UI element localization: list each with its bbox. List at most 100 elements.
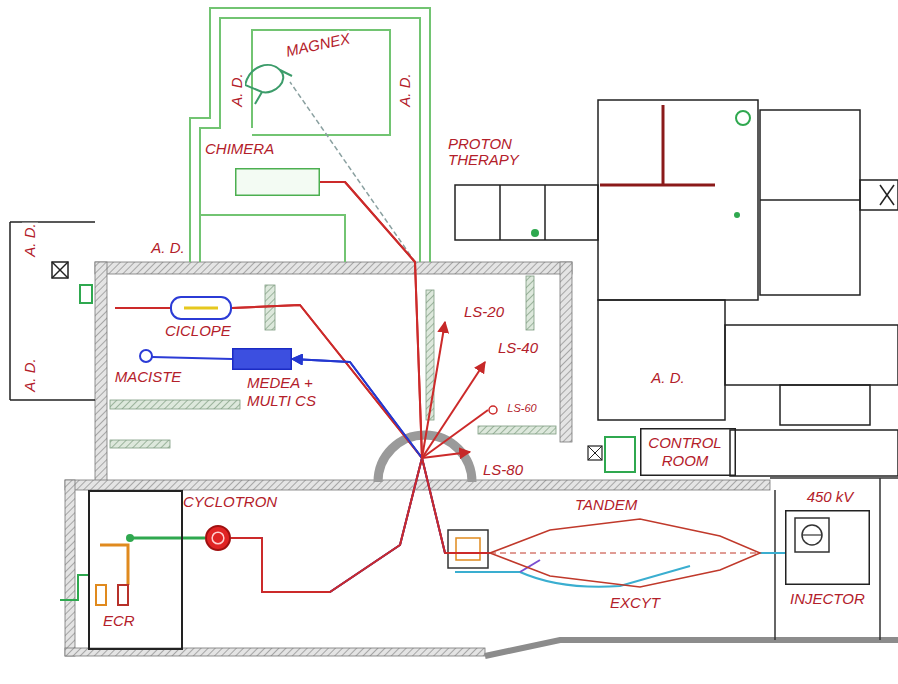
room-outline bbox=[52, 262, 68, 278]
beam-line bbox=[422, 322, 488, 458]
cyclotron-pole bbox=[212, 532, 224, 544]
room-outline bbox=[760, 110, 860, 295]
room-outline bbox=[730, 430, 898, 476]
beam-line bbox=[422, 362, 485, 458]
room-box-outline bbox=[786, 511, 870, 585]
room-outline bbox=[10, 222, 95, 400]
excyt-line bbox=[456, 538, 480, 560]
detector-box: MEDEA + MULTI CS bbox=[232, 348, 292, 370]
room-box-outline bbox=[785, 510, 870, 585]
room-outline bbox=[725, 325, 898, 385]
area-label: MACISTE bbox=[114, 369, 183, 385]
green-building bbox=[200, 215, 345, 262]
area-label: A. D. bbox=[150, 240, 185, 256]
beam-line bbox=[760, 552, 785, 554]
room-detail bbox=[605, 437, 635, 472]
room-box: CONTROL ROOM bbox=[640, 428, 736, 476]
room-box-outline bbox=[88, 490, 183, 650]
wall bbox=[774, 490, 776, 640]
target-symbol bbox=[489, 406, 497, 414]
room-detail bbox=[736, 111, 750, 125]
room-detail bbox=[600, 184, 715, 187]
accelerator-label: CYCLOTRON bbox=[183, 493, 277, 511]
excyt-line bbox=[448, 530, 488, 568]
room-detail bbox=[734, 212, 740, 218]
ecr-source bbox=[130, 537, 183, 540]
room-detail bbox=[662, 105, 665, 185]
detector-box-outline bbox=[236, 169, 320, 196]
room-outline bbox=[780, 385, 870, 425]
magnex-spectrometer bbox=[245, 65, 283, 92]
detector-label: CHIMERA bbox=[205, 140, 274, 158]
room-outline bbox=[52, 262, 68, 278]
room-detail bbox=[531, 105, 750, 472]
magnex-spectrometer bbox=[245, 65, 292, 104]
room-outline bbox=[598, 300, 725, 420]
shielding-block bbox=[478, 426, 556, 434]
room-outline bbox=[880, 185, 894, 205]
area-label: LS-20 bbox=[463, 304, 505, 320]
wall bbox=[485, 640, 898, 656]
wall bbox=[879, 478, 881, 640]
area-label: PROTON THERAPY bbox=[447, 136, 539, 168]
magnex-spectrometer bbox=[255, 70, 292, 104]
beam-line bbox=[422, 452, 470, 458]
accelerator-shape: TANDEM bbox=[490, 518, 760, 588]
room-outline bbox=[455, 185, 598, 240]
room-box-outline bbox=[89, 491, 182, 649]
room-box-outline bbox=[641, 429, 736, 476]
room-outline bbox=[760, 199, 860, 201]
room-label: CONTROL ROOM bbox=[640, 434, 730, 470]
area-label: A. D. bbox=[650, 370, 685, 386]
wall bbox=[65, 480, 770, 490]
beam-line bbox=[231, 359, 422, 592]
detector-box: CICLOPE bbox=[170, 296, 232, 320]
green-building bbox=[252, 30, 390, 135]
room-box: ECR bbox=[88, 490, 183, 650]
area-label: EXCYT bbox=[609, 595, 661, 611]
room-label: ECR bbox=[103, 612, 135, 630]
area-label: A. D. bbox=[22, 357, 38, 392]
equipment bbox=[80, 285, 92, 303]
detector-label: MEDEA + MULTI CS bbox=[247, 374, 327, 410]
beam-line bbox=[152, 357, 232, 359]
excyt-line bbox=[802, 525, 822, 545]
shielding-block bbox=[526, 276, 534, 330]
detector-box: CHIMERA bbox=[235, 168, 320, 196]
beam-line bbox=[422, 322, 445, 458]
wall bbox=[95, 262, 107, 484]
ecr-source bbox=[100, 545, 128, 585]
detector-box-outline bbox=[233, 349, 292, 370]
shielding-block bbox=[110, 400, 240, 409]
detector-box-outline bbox=[171, 297, 231, 319]
detector-core bbox=[184, 307, 218, 310]
tandem-axis bbox=[490, 553, 760, 554]
ecr-source bbox=[126, 534, 134, 542]
detector-box-outline bbox=[235, 168, 320, 196]
beam-line bbox=[231, 182, 422, 592]
ecr-source bbox=[60, 534, 183, 605]
detector-box-outline bbox=[232, 348, 292, 370]
room-outline bbox=[544, 185, 546, 240]
accelerator-shape-outline bbox=[490, 519, 760, 587]
detector-label: CICLOPE bbox=[165, 322, 231, 340]
excyt-line bbox=[802, 534, 822, 535]
room-detail bbox=[588, 446, 602, 460]
room-outline bbox=[499, 185, 501, 240]
area-label: 450 kV bbox=[806, 489, 855, 505]
room-box: INJECTOR bbox=[785, 510, 870, 585]
accelerator-shape-outline bbox=[490, 518, 760, 588]
wall bbox=[95, 262, 572, 274]
shielding-block bbox=[426, 290, 434, 420]
excyt-line bbox=[795, 518, 829, 552]
area-label: A. D. bbox=[397, 72, 413, 107]
green-building bbox=[190, 8, 430, 262]
wall bbox=[65, 262, 898, 656]
accelerator-symbol: CYCLOTRON bbox=[205, 525, 231, 551]
room-detail bbox=[588, 446, 602, 460]
beam-line bbox=[183, 537, 205, 540]
